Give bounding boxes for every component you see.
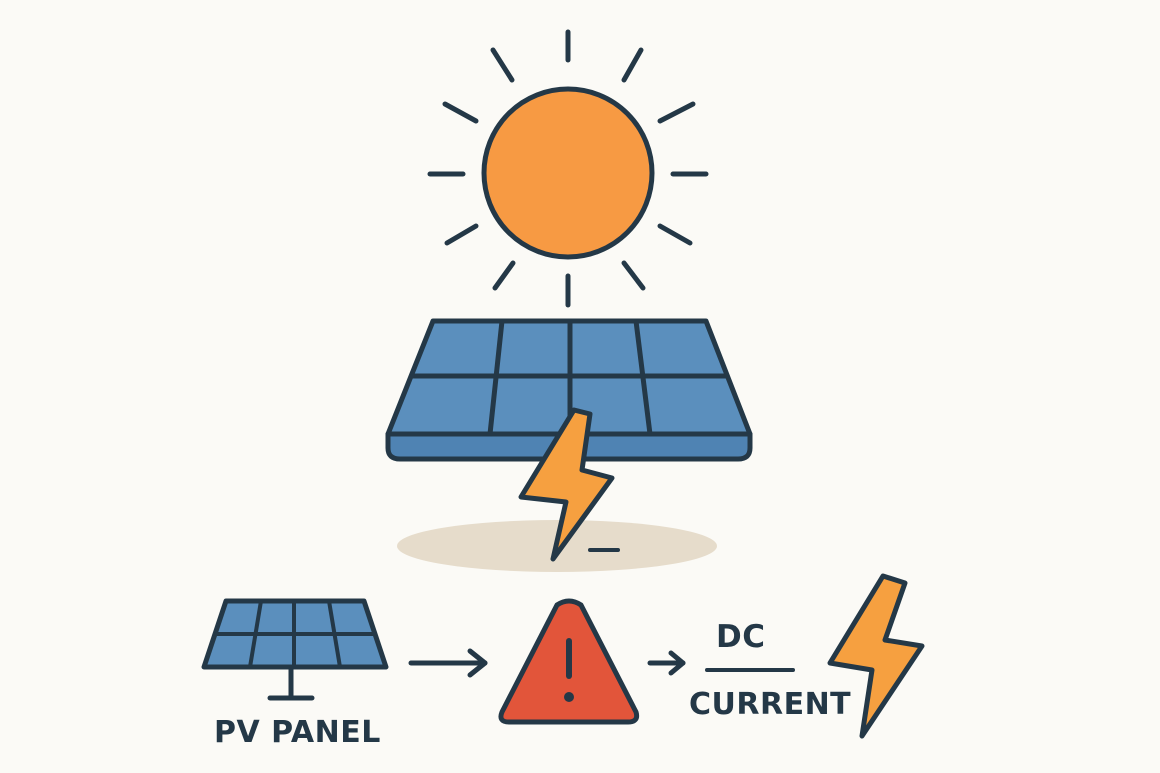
pv-panel-label: PV PANEL [214, 715, 381, 750]
sun-rays [427, 29, 709, 308]
current-label: CURRENT [689, 687, 852, 722]
arrow-right-icon [647, 650, 686, 676]
lightning-bolt-icon [827, 573, 925, 739]
dc-label: DC [716, 619, 766, 655]
warning-triangle-icon [498, 598, 640, 725]
sun-icon [427, 29, 709, 308]
pv-panel-icon [201, 598, 389, 701]
lightning-bolt-icon [518, 407, 620, 562]
sun-disc [481, 86, 655, 260]
arrow-right-icon [408, 648, 488, 678]
